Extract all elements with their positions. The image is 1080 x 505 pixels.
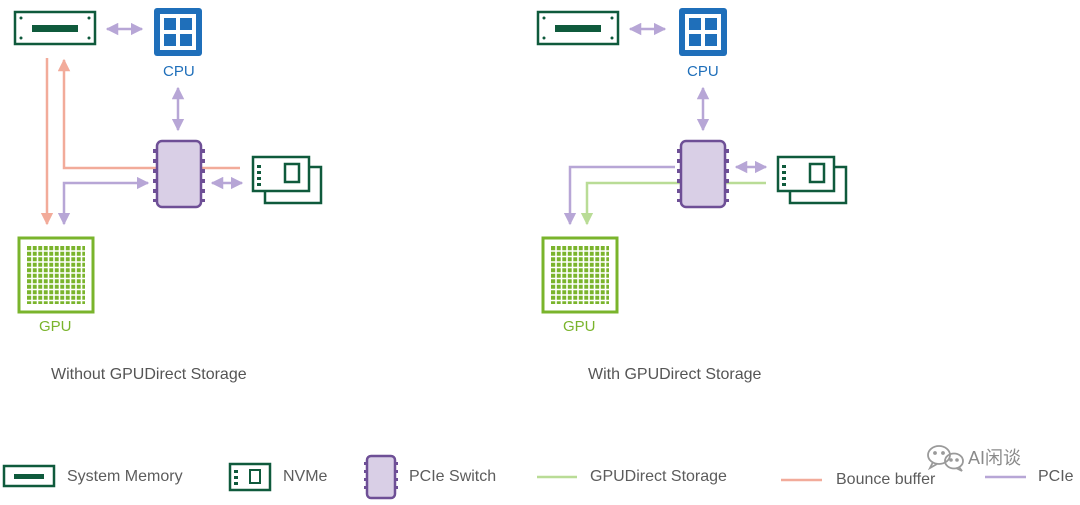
right-panel [536, 8, 848, 314]
left-cpu-label: CPU [163, 63, 195, 80]
legend-system-memory-label: System Memory [67, 468, 183, 485]
legend-pcie-label: PCIe [1038, 468, 1074, 485]
pcie-path-switch-to-gpu [563, 165, 675, 226]
right-cpu-label: CPU [687, 63, 719, 80]
system-memory-icon [536, 10, 620, 46]
cpu-icon [154, 8, 202, 56]
gpudirect-path-nvme-to-gpu [580, 181, 766, 226]
legend-gpudirect-label: GPUDirect Storage [590, 468, 727, 485]
gpu-icon [17, 236, 95, 314]
pcie-switch-icon [675, 139, 731, 209]
legend [2, 454, 1026, 500]
cpu-icon [679, 8, 727, 56]
right-gpu-label: GPU [563, 318, 596, 335]
left-gpu-label: GPU [39, 318, 72, 335]
left-caption: Without GPUDirect Storage [51, 366, 247, 383]
legend-bounce-label: Bounce buffer [836, 471, 936, 488]
nvme-icon [251, 155, 323, 205]
wechat-icon [927, 445, 964, 472]
right-caption: With GPUDirect Storage [588, 366, 762, 383]
legend-system-memory-icon [2, 464, 56, 488]
watermark-text: AI闲谈 [968, 448, 1022, 468]
pcie-switch-icon [151, 139, 207, 209]
legend-nvme-label: NVMe [283, 468, 328, 485]
nvme-icon [776, 155, 848, 205]
legend-nvme-icon [228, 462, 272, 492]
pcie-path-switch-to-gpu [57, 176, 150, 226]
legend-pcie-switch-label: PCIe Switch [409, 468, 497, 485]
legend-pcie-switch-icon [364, 454, 398, 500]
gpu-icon [541, 236, 619, 314]
system-memory-icon [13, 10, 97, 46]
left-panel [13, 8, 323, 314]
bounce-path-nvme-to-memory [57, 58, 240, 170]
